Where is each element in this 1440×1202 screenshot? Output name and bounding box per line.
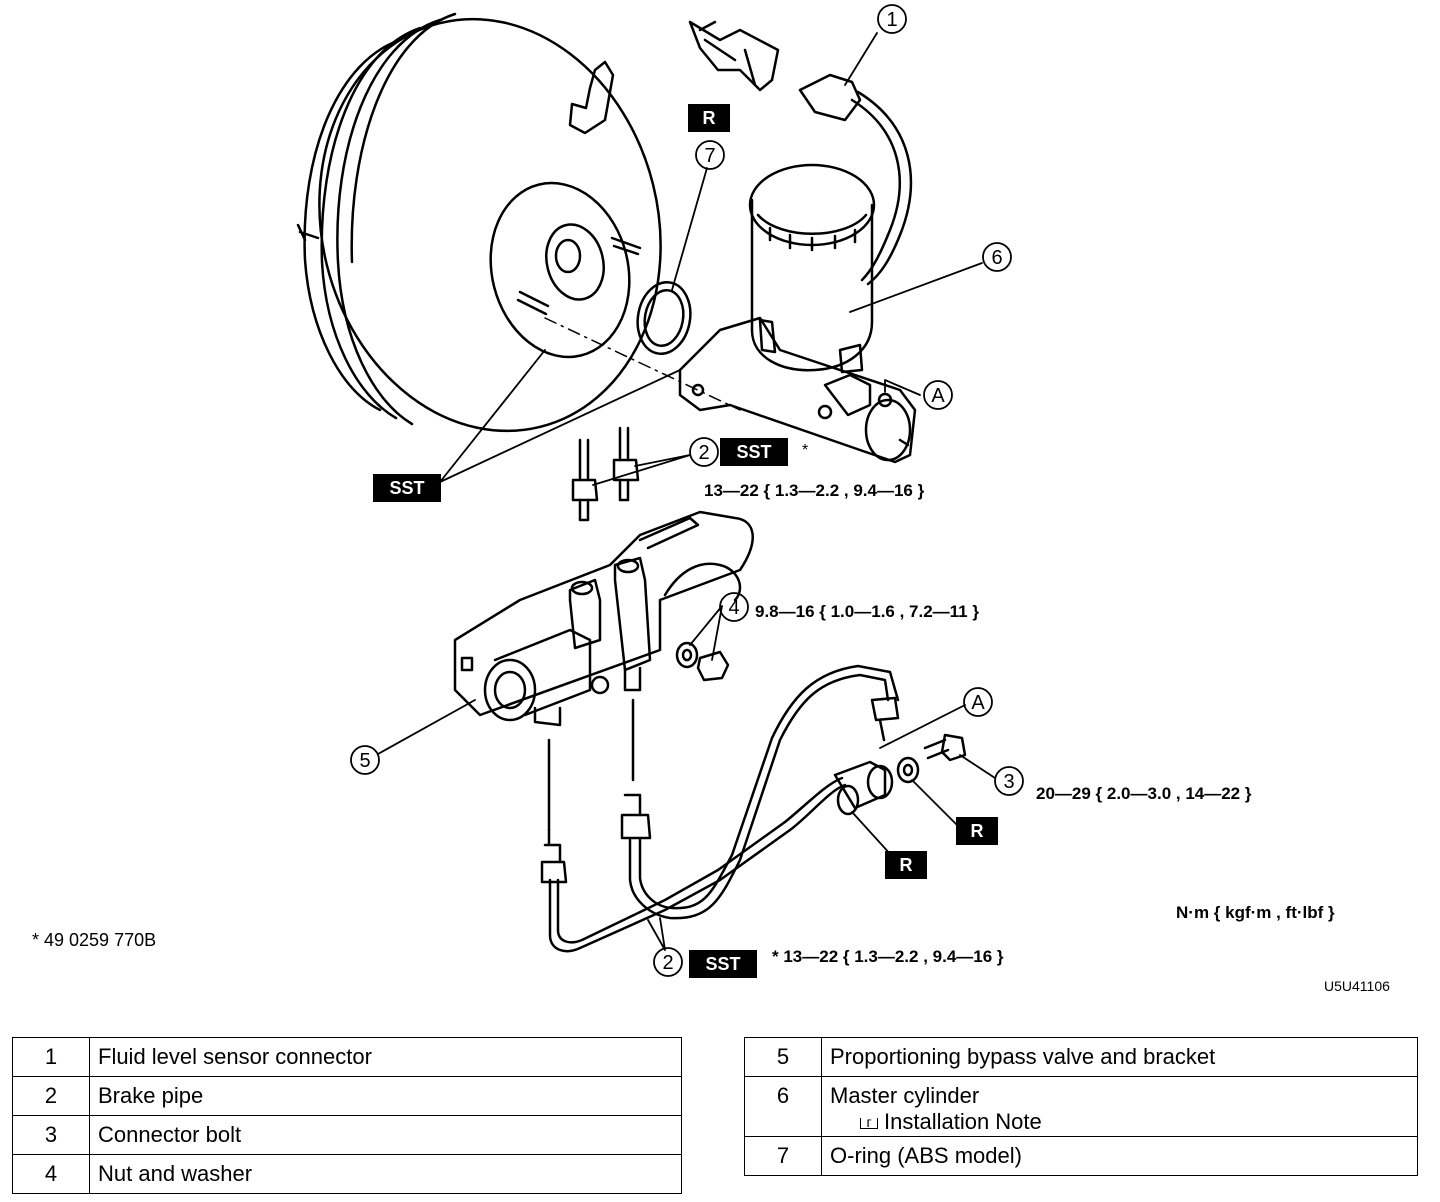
- sst-part-number-note: * 49 0259 770B: [32, 930, 156, 950]
- callout-1: 1: [877, 4, 907, 34]
- callout-5: 5: [350, 745, 380, 775]
- part-number: 5: [744, 1037, 822, 1077]
- part-name-cell: Master cylinder ᴦ Installation Note: [821, 1076, 1418, 1137]
- callout-7: 7: [695, 140, 725, 170]
- sst-asterisk-upper: *: [802, 442, 808, 459]
- brake-pipes-lower: [540, 664, 900, 953]
- installation-note-label: Installation Note: [884, 1109, 1042, 1134]
- table-row: 6 Master cylinder ᴦ Installation Note: [744, 1076, 1418, 1137]
- table-row: 2 Brake pipe: [12, 1076, 682, 1116]
- callout-3: 3: [994, 766, 1024, 796]
- svg-text:7: 7: [704, 145, 715, 167]
- part-number: 1: [12, 1037, 90, 1077]
- svg-text:R: R: [703, 108, 716, 128]
- table-row: 5 Proportioning bypass valve and bracket: [744, 1037, 1418, 1077]
- brake-booster: [296, 12, 662, 433]
- part-name: Brake pipe: [89, 1076, 682, 1116]
- parts-table-right: 5 Proportioning bypass valve and bracket…: [744, 1037, 1418, 1176]
- part-name: O-ring (ABS model): [821, 1136, 1418, 1176]
- svg-text:SST: SST: [736, 442, 771, 462]
- svg-text:2: 2: [662, 952, 673, 974]
- callout-a-upper: A: [923, 380, 953, 410]
- svg-text:A: A: [971, 692, 985, 714]
- installation-note: ᴦ Installation Note: [830, 1109, 1409, 1135]
- torque-unit-label: N·m { kgf·m , ft·lbf }: [1176, 903, 1335, 922]
- tag-sst-booster: SST: [373, 474, 441, 502]
- svg-text:SST: SST: [389, 478, 424, 498]
- part-number: 4: [12, 1154, 90, 1194]
- part-name: Proportioning bypass valve and bracket: [821, 1037, 1418, 1077]
- o-ring: [636, 281, 692, 355]
- part-number: 7: [744, 1136, 822, 1176]
- proportioning-bypass-valve: [453, 510, 754, 727]
- svg-text:3: 3: [1003, 771, 1014, 793]
- callout-2-upper: 2: [689, 437, 719, 467]
- exploded-view-diagram: 1 7 6 A 2 4 A 5 3 2 R SST: [32, 4, 1390, 994]
- alignment-line: [544, 317, 741, 411]
- tag-sst-lower: SST: [689, 950, 757, 978]
- svg-text:SST: SST: [705, 954, 740, 974]
- table-row: 3 Connector bolt: [12, 1115, 682, 1155]
- callout-a-lower: A: [963, 687, 993, 717]
- part-number: 2: [12, 1076, 90, 1116]
- reference-icon: ᴦ: [860, 1115, 878, 1129]
- torque-spec-item2-lower: * 13—22 { 1.3—2.2 , 9.4—16 }: [772, 947, 1004, 966]
- brake-pipe-ends-upper: [571, 426, 640, 522]
- tag-r-fitting: R: [885, 851, 927, 879]
- table-row: 1 Fluid level sensor connector: [12, 1037, 682, 1077]
- svg-text:R: R: [900, 855, 913, 875]
- part-name: Nut and washer: [89, 1154, 682, 1194]
- part-name: Fluid level sensor connector: [89, 1037, 682, 1077]
- part-name: Connector bolt: [89, 1115, 682, 1155]
- tag-r-washer: R: [956, 817, 998, 845]
- torque-spec-item4: 9.8—16 { 1.0—1.6 , 7.2—11 }: [755, 602, 979, 621]
- tag-sst-upper: SST: [720, 438, 788, 466]
- svg-text:6: 6: [991, 247, 1002, 269]
- callout-6: 6: [982, 242, 1012, 272]
- master-cylinder: [678, 163, 917, 464]
- figure-code: U5U41106: [1324, 978, 1390, 994]
- callout-2-lower: 2: [653, 947, 683, 977]
- connector-bolt-assembly: [833, 733, 967, 816]
- torque-spec-item2-upper: 13—22 { 1.3—2.2 , 9.4—16 }: [704, 481, 925, 500]
- nut-and-washer: [675, 641, 730, 682]
- svg-text:A: A: [931, 385, 945, 407]
- leader-lines: [377, 32, 996, 951]
- table-row: 7 O-ring (ABS model): [744, 1136, 1418, 1176]
- callout-4: 4: [719, 592, 749, 622]
- svg-text:4: 4: [728, 597, 739, 619]
- svg-text:2: 2: [698, 442, 709, 464]
- svg-text:5: 5: [359, 750, 370, 772]
- table-row: 4 Nut and washer: [12, 1154, 682, 1194]
- part-number: 6: [744, 1076, 822, 1137]
- parts-table-left: 1 Fluid level sensor connector 2 Brake p…: [12, 1037, 682, 1194]
- svg-text:1: 1: [886, 9, 897, 31]
- part-name: Master cylinder: [830, 1083, 980, 1108]
- torque-spec-item3: 20—29 { 2.0—3.0 , 14—22 }: [1036, 784, 1252, 803]
- part-number: 3: [12, 1115, 90, 1155]
- tag-r-oring: R: [688, 104, 730, 132]
- svg-text:R: R: [971, 821, 984, 841]
